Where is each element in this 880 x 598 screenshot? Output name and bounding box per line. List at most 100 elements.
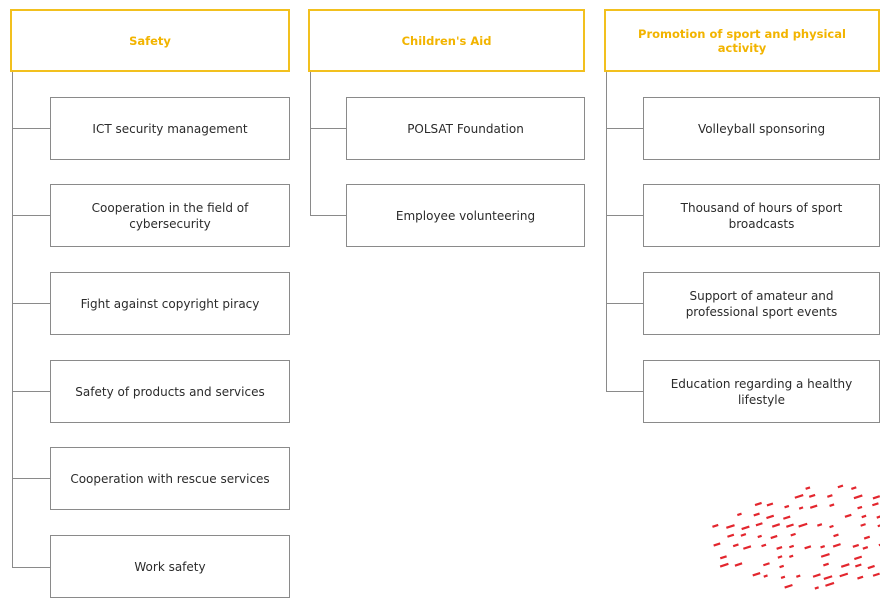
item-box: Thousand of hours of sport broadcasts <box>643 184 880 247</box>
decor-dash <box>857 506 862 510</box>
decor-dash <box>809 494 816 498</box>
decor-dash <box>726 524 735 529</box>
decor-dash <box>817 523 822 527</box>
connector-line <box>606 215 643 216</box>
decor-dash <box>737 513 742 516</box>
decor-dash <box>767 502 774 506</box>
decor-dash <box>776 546 782 550</box>
decor-dash <box>824 575 833 580</box>
connector-line <box>310 215 346 216</box>
decor-dash <box>860 523 866 527</box>
item-label: Work safety <box>134 559 205 575</box>
decor-dash <box>821 553 830 558</box>
decor-dash <box>833 543 841 548</box>
item-box: Education regarding a healthy lifestyle <box>643 360 880 423</box>
decor-dash <box>827 494 833 498</box>
decor-dash <box>839 573 848 578</box>
connector-line <box>606 128 643 129</box>
decor-dash <box>713 542 720 546</box>
decor-dash <box>796 575 801 578</box>
decor-dash <box>854 556 862 561</box>
item-label: POLSAT Foundation <box>407 121 524 137</box>
decor-dash <box>857 576 863 580</box>
decor-dash <box>829 503 834 507</box>
item-box: Employee volunteering <box>346 184 585 247</box>
decor-dash <box>727 534 734 538</box>
item-label: ICT security management <box>92 121 247 137</box>
item-label: Thousand of hours of sport broadcasts <box>658 200 865 232</box>
item-box: Volleyball sponsoring <box>643 97 880 160</box>
category-header-sport-promotion: Promotion of sport and physical activity <box>604 9 880 72</box>
connector-line <box>310 71 311 215</box>
item-label: Education regarding a healthy lifestyle <box>658 376 865 408</box>
decor-dash <box>876 514 880 519</box>
decor-dash <box>753 513 759 517</box>
item-box: Work safety <box>50 535 290 598</box>
decor-dash <box>810 505 818 509</box>
decor-dash <box>805 486 810 490</box>
decor-dash <box>795 494 804 499</box>
item-box: Cooperation in the field of cybersecurit… <box>50 184 290 247</box>
category-header-childrens-aid: Children's Aid <box>308 9 585 72</box>
connector-line <box>12 303 50 304</box>
category-title: Safety <box>129 34 171 48</box>
decor-dash <box>770 535 777 539</box>
decor-dash <box>798 523 807 528</box>
item-label: Volleyball sponsoring <box>698 121 825 137</box>
connector-line <box>12 478 50 479</box>
decor-dash <box>815 586 819 589</box>
connector-line <box>12 128 50 129</box>
decor-dash <box>756 522 763 526</box>
decor-dash <box>720 563 729 568</box>
decor-dash <box>761 544 766 548</box>
decor-dash <box>781 576 786 579</box>
decor-dash <box>755 502 762 506</box>
decor-dash <box>833 533 839 537</box>
decor-dash <box>778 555 783 558</box>
connector-line <box>606 391 643 392</box>
decor-dash <box>841 563 850 568</box>
decor-dash <box>766 515 774 519</box>
category-title: Promotion of sport and physical activity <box>616 27 868 55</box>
decor-dash <box>872 502 879 506</box>
decor-dash <box>757 535 762 538</box>
decor-dash <box>741 525 749 530</box>
item-box: Cooperation with rescue services <box>50 447 290 510</box>
decor-dash <box>868 565 875 569</box>
decor-dash <box>763 574 767 577</box>
decor-dash <box>873 495 880 499</box>
decor-dash <box>741 533 747 537</box>
decor-dash <box>779 565 784 568</box>
decor-dash <box>786 523 794 527</box>
decor-dash <box>829 525 834 528</box>
item-box: ICT security management <box>50 97 290 160</box>
connector-line <box>12 71 13 567</box>
decor-dash <box>838 485 844 489</box>
decor-dash <box>823 563 829 567</box>
decor-dash <box>804 545 811 549</box>
decor-dash <box>743 545 751 550</box>
decor-dash <box>820 545 825 548</box>
decor-dash <box>813 573 821 578</box>
connector-line <box>310 128 346 129</box>
decor-dash <box>863 546 869 550</box>
decor-dash <box>789 545 794 549</box>
item-box: Safety of products and services <box>50 360 290 423</box>
connector-line <box>12 215 50 216</box>
connector-line <box>606 71 607 391</box>
decor-dash <box>825 582 834 587</box>
decor-dash <box>784 505 789 509</box>
decor-dash <box>735 562 743 566</box>
item-label: Support of amateur and professional spor… <box>658 288 865 320</box>
decor-dash <box>712 524 718 528</box>
decor-dash <box>783 515 791 519</box>
decor-dash <box>799 506 804 509</box>
category-title: Children's Aid <box>402 34 492 48</box>
item-label: Cooperation with rescue services <box>70 471 269 487</box>
decor-dash <box>720 555 727 559</box>
decor-dash <box>864 536 870 540</box>
decor-dash <box>854 494 863 499</box>
item-box: Support of amateur and professional spor… <box>643 272 880 335</box>
decor-dash <box>855 563 862 567</box>
red-dash-pattern-icon <box>680 476 880 596</box>
